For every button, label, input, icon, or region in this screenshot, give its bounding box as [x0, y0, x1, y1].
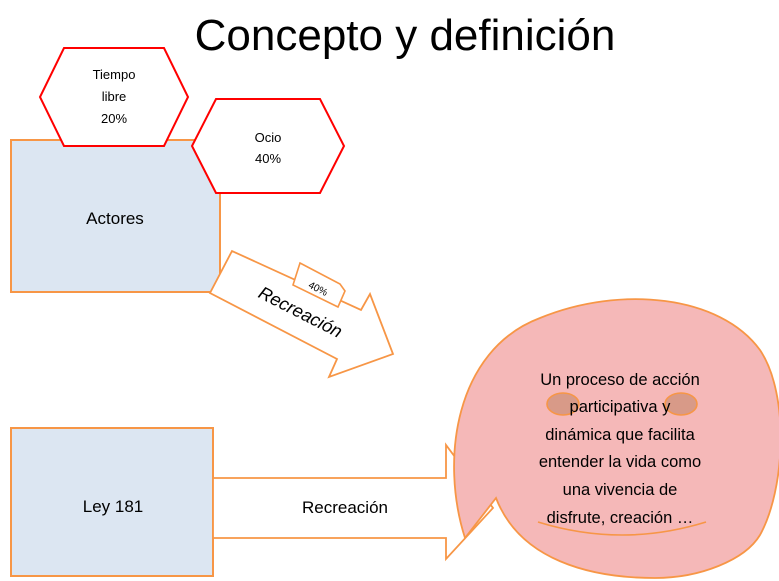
- speech-bubble: [453, 298, 779, 579]
- actores-box: [10, 139, 221, 293]
- tiempo-libre-line1: Tiempo: [93, 67, 136, 82]
- bubble-right-eye: [664, 392, 698, 416]
- bubble-left-eye: [546, 392, 580, 416]
- bubble-line-5: una vivencia de: [563, 481, 678, 499]
- ley-box: [10, 427, 214, 577]
- bubble-line-2: participativa y: [570, 398, 672, 416]
- diagonal-recreacion-arrow: [208, 249, 395, 379]
- bubble-smile: [537, 521, 707, 536]
- horizontal-arrow-label: Recreación: [302, 498, 388, 517]
- ley-label: Ley 181: [83, 497, 144, 516]
- bubble-line-1: Un proceso de acción: [540, 371, 700, 389]
- diagonal-arrow-tag: [292, 261, 346, 309]
- tiempo-libre-line2: libre: [102, 89, 127, 104]
- page-title: Concepto y definición: [195, 11, 616, 60]
- tiempo-libre-hexagon: [38, 47, 190, 147]
- tiempo-libre-line3: 20%: [101, 111, 127, 126]
- ocio-hexagon: [190, 98, 346, 194]
- bubble-line-6: disfrute, creación …: [547, 509, 694, 527]
- ocio-line1: Ocio: [255, 130, 282, 145]
- bubble-line-4: entender la vida como: [539, 453, 701, 471]
- actores-label: Actores: [86, 209, 144, 228]
- bubble-line-3: dinámica que facilita: [545, 426, 695, 444]
- ocio-line2: 40%: [255, 151, 281, 166]
